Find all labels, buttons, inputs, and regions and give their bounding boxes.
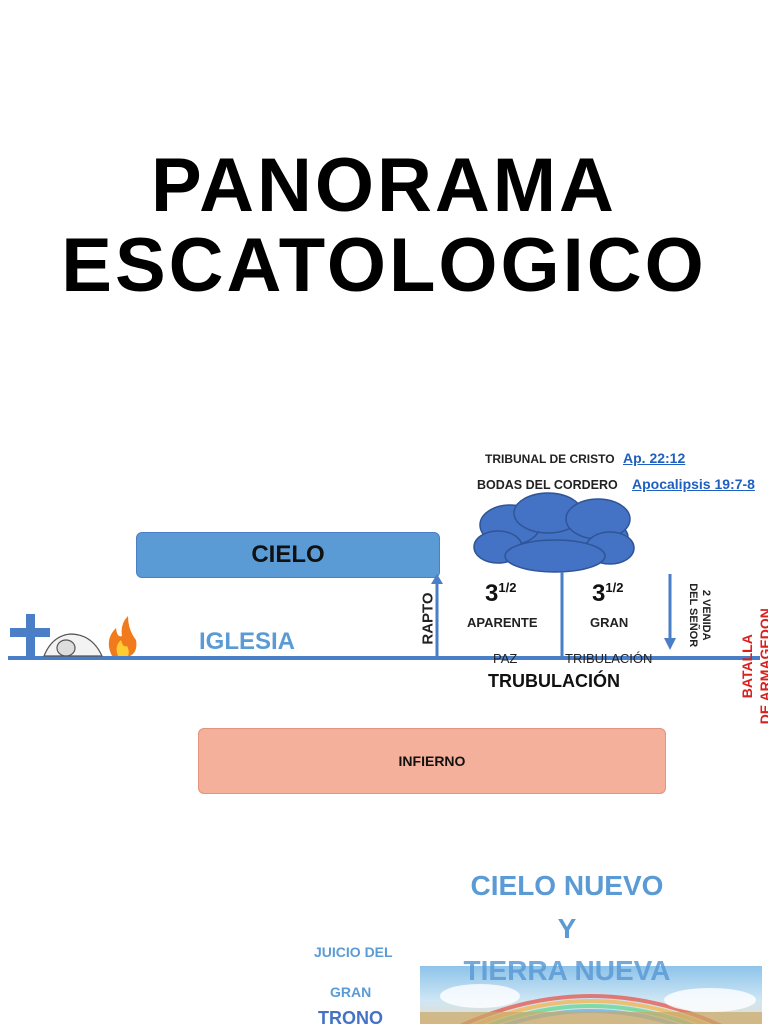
tribunal-ref-link[interactable]: Ap. 22:12 [623,450,686,466]
fire-icon [108,616,137,656]
cross-icon [10,614,50,658]
tomb-icon [43,633,103,657]
period1-number: 31/2 [485,580,517,607]
new-earth-image [420,966,762,1024]
juicio-line1: JUICIO DEL [314,944,393,960]
rapto-label: RAPTO [419,592,437,645]
cielo-box: CIELO [136,532,440,578]
infierno-label: INFIERNO [398,753,466,769]
period1-label: APARENTE [467,615,538,630]
trubulacion-label: TRUBULACIÓN [488,671,620,691]
period1-label2: PAZ [493,651,518,666]
iglesia-label: IGLESIA [199,628,296,655]
y-label: Y [557,913,577,944]
bodas-label: BODAS DEL CORDERO [477,478,618,492]
cielo-label: CIELO [251,541,325,568]
page-title-line1: PANORAMA [151,143,617,228]
juicio-line2: GRAN [330,984,372,1000]
segunda-venida-label: 2 VENIDA DEL SEÑOR [687,583,713,648]
tierra-nueva-label: TIERRA NUEVA [463,955,671,986]
cielo-nuevo-label: CIELO NUEVO [470,870,664,901]
batalla-label: BATALLA DE ARMAGEDON [738,608,768,725]
period2-number: 31/2 [592,580,624,607]
page-title-line2: ESCATOLOGICO [61,223,707,308]
juicio-line3: TRONO [318,1008,383,1028]
period2-label: GRAN [590,615,629,630]
bodas-ref-link[interactable]: Apocalipsis 19:7-8 [632,476,755,492]
infierno-box: INFIERNO [198,728,666,794]
cloud-icon [473,492,635,573]
period2-label2: TRIBULACIÓN [565,651,653,666]
tribunal-label: TRIBUNAL DE CRISTO [485,452,615,466]
rainbow-icon [420,984,762,1024]
